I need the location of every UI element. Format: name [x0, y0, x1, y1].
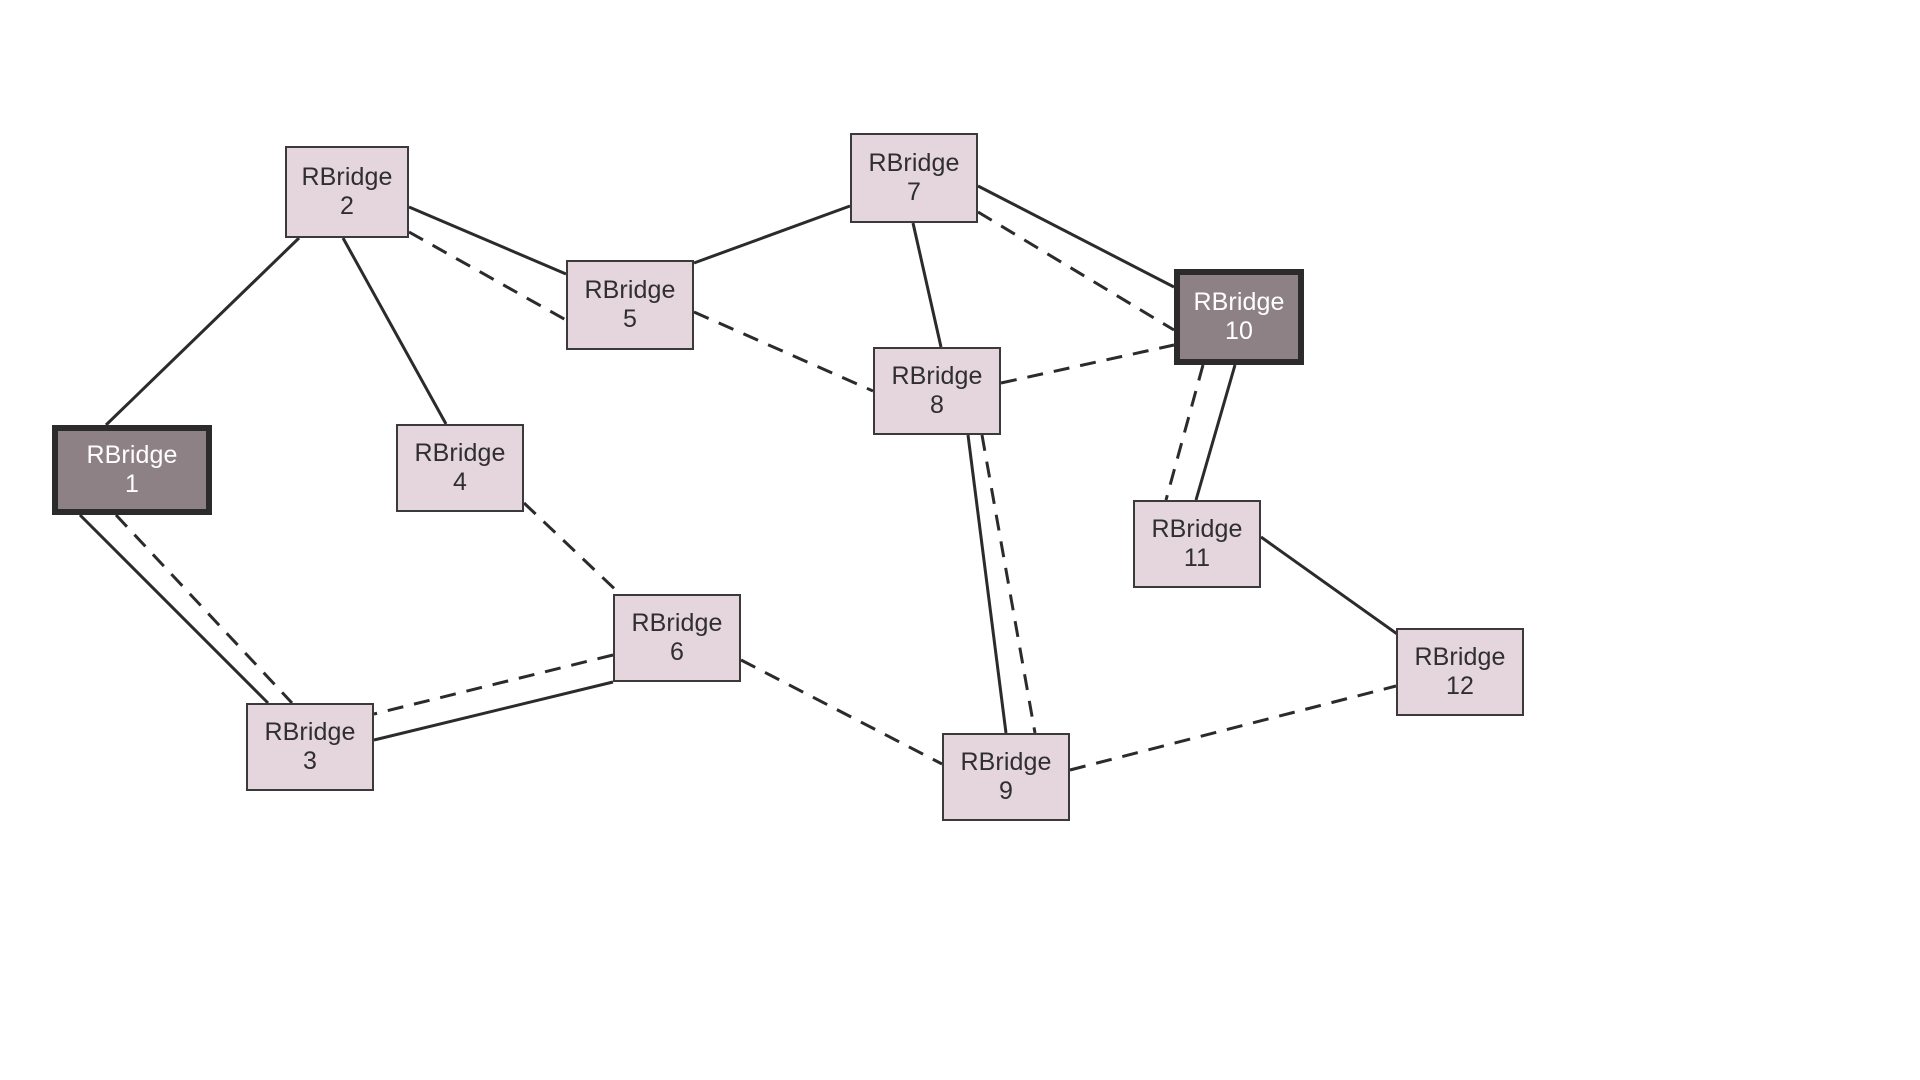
node-label-name: RBridge	[264, 717, 356, 746]
node-label-id: 5	[622, 305, 637, 333]
node-label-id: 6	[669, 638, 684, 666]
edge-rb6-rb9-dashed	[740, 658, 943, 766]
edge-rb2-rb5-dashed	[408, 230, 567, 322]
edge-rb10-rb11-solid	[1194, 364, 1237, 501]
node-label-name: RBridge	[1414, 642, 1506, 671]
edge-rb8-rb10-dashed	[1000, 343, 1175, 385]
edge-rb5-rb8-dashed	[693, 310, 874, 393]
node-label-name: RBridge	[960, 747, 1052, 776]
node-label-id: 10	[1224, 317, 1253, 345]
node-label-name: RBridge	[891, 361, 983, 390]
node-label-name: RBridge	[584, 275, 676, 304]
node-label-name: RBridge	[1151, 514, 1243, 543]
edge-rb7-rb8-solid	[911, 222, 943, 348]
node-label-name: RBridge	[631, 608, 723, 637]
node-label-name: RBridge	[86, 440, 178, 469]
edge-rb7-rb10-solid	[977, 184, 1175, 289]
edge-rb9-rb12-dashed	[1069, 684, 1397, 772]
edge-rb1-rb3-solid	[78, 513, 270, 705]
node-label-id: 3	[302, 747, 317, 775]
edge-rb1-rb3-dashed	[114, 513, 294, 705]
edge-rb6-rb3-solid	[373, 680, 614, 742]
node-label-id: 12	[1445, 672, 1474, 700]
edge-rb6-rb3-dashed	[373, 653, 614, 716]
edge-rb11-rb12-solid	[1260, 535, 1401, 638]
node-label-id: 7	[906, 178, 921, 206]
node-label-id: 4	[452, 468, 467, 496]
node-label-name: RBridge	[414, 438, 506, 467]
node-label-name: RBridge	[1193, 287, 1285, 316]
edge-rb7-rb10-dashed	[977, 210, 1175, 332]
node-label-id: 11	[1183, 544, 1211, 572]
edge-rb10-rb11-dashed	[1164, 364, 1205, 501]
edge-rb2-rb4-solid	[341, 237, 448, 425]
edge-rb8-rb9-solid	[966, 434, 1008, 734]
node-label-name: RBridge	[868, 148, 960, 177]
node-label-name: RBridge	[301, 162, 393, 191]
edge-rb4-rb6-dashed	[522, 501, 622, 596]
node-label-id: 2	[339, 192, 354, 220]
edge-rb2-rb5-solid	[408, 205, 567, 276]
edge-rb8-rb9-dashed	[980, 434, 1037, 734]
node-label-id: 9	[998, 777, 1013, 805]
edge-rb2-rb1-solid	[104, 236, 301, 427]
node-label-id: 1	[124, 470, 139, 498]
node-label-id: 8	[929, 391, 944, 419]
edge-rb5-rb7-solid	[693, 204, 851, 265]
